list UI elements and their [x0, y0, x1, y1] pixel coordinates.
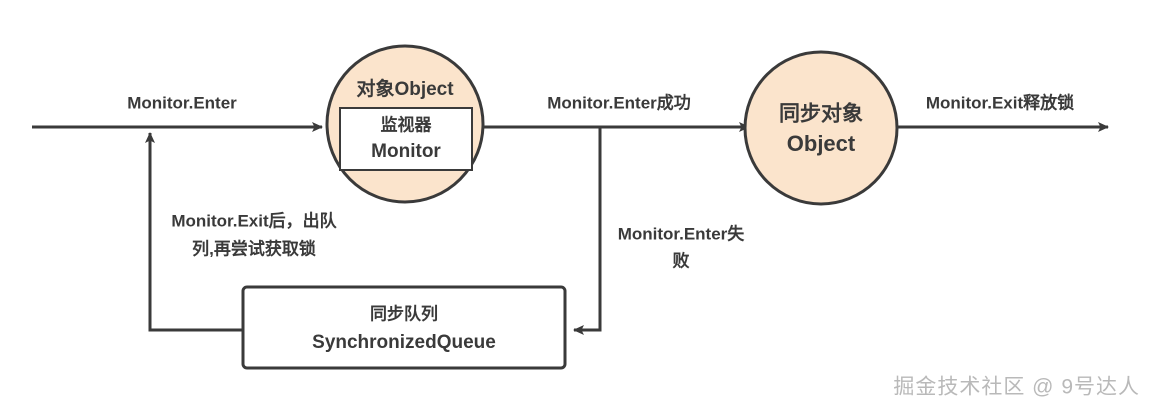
edge-monitor-enter: Monitor.Enter: [32, 93, 323, 132]
node-sync-object-label-line1: 同步对象: [779, 102, 863, 126]
edge-monitor-enter-label: Monitor.Enter: [127, 93, 237, 112]
node-synchronized-queue[interactable]: 同步队列 SynchronizedQueue: [241, 285, 567, 370]
node-monitor-inner-label-line1: 监视器: [381, 114, 433, 134]
edge-monitor-exit-release: Monitor.Exit释放锁: [894, 92, 1109, 132]
edge-monitor-enter-success: Monitor.Enter成功: [483, 92, 750, 132]
edge-monitor-exit-requeue-label-line1: Monitor.Exit后，出队: [171, 210, 337, 230]
node-synchronized-queue-label-line2: SynchronizedQueue: [312, 332, 496, 353]
node-monitor-inner-label-line2: Monitor: [371, 141, 441, 162]
edge-monitor-enter-fail-label-line2: 败: [673, 250, 690, 270]
node-monitor-object[interactable]: 对象Object 监视器 Monitor: [325, 44, 485, 204]
node-synchronized-queue-box: [241, 285, 567, 370]
watermark-label: 掘金技术社区 @ 9号达人: [893, 376, 1140, 399]
edge-monitor-enter-success-label: Monitor.Enter成功: [547, 92, 691, 112]
node-sync-object[interactable]: 同步对象 Object: [743, 50, 899, 206]
edge-monitor-enter-fail-label-line1: Monitor.Enter失: [618, 223, 746, 243]
node-monitor-inner-box: [339, 107, 473, 171]
node-synchronized-queue-label-line1: 同步队列: [370, 303, 438, 323]
node-monitor-object-title: 对象Object: [356, 77, 454, 100]
node-sync-object-circle: [743, 50, 899, 206]
edge-monitor-enter-fail-line: [573, 128, 602, 335]
node-sync-object-label-line2: Object: [787, 131, 856, 156]
edge-monitor-exit-requeue: Monitor.Exit后，出队 列,再尝试获取锁: [145, 132, 338, 332]
edge-monitor-exit-requeue-line: [145, 132, 243, 332]
edge-monitor-exit-requeue-label-line2: 列,再尝试获取锁: [192, 238, 316, 258]
edge-monitor-exit-release-label: Monitor.Exit释放锁: [926, 92, 1074, 112]
edge-monitor-enter-fail: Monitor.Enter失 败: [573, 128, 746, 335]
